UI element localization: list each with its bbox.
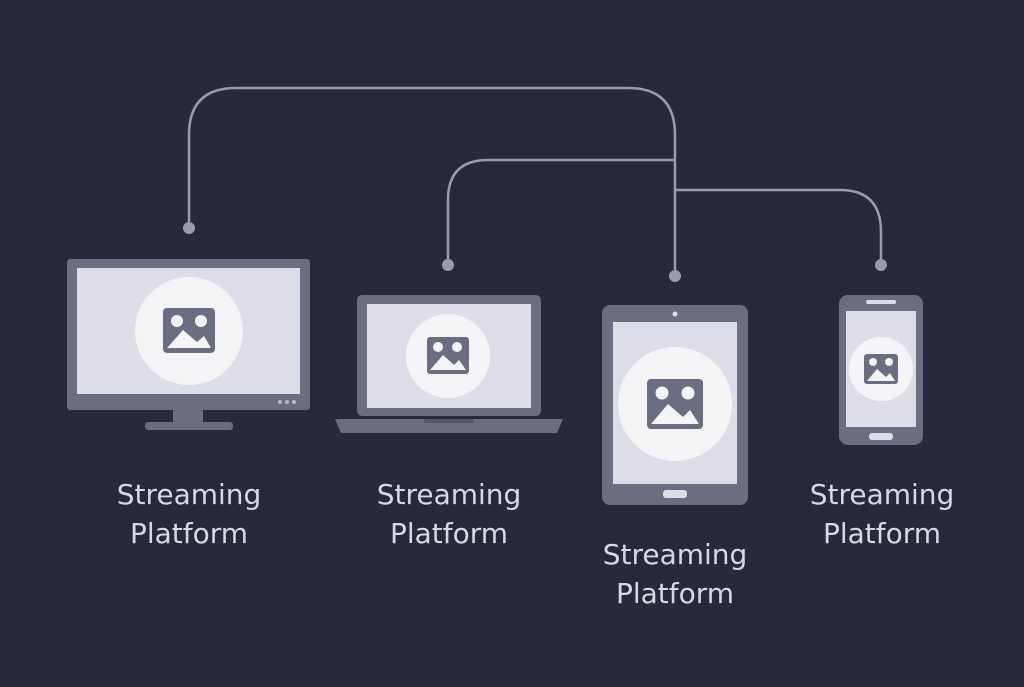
label-line-2: Platform bbox=[129, 517, 249, 550]
image-icon bbox=[163, 308, 215, 353]
image-icon bbox=[647, 379, 703, 429]
connector-dot-monitor bbox=[183, 222, 195, 234]
device-label-phone: Streaming Platform bbox=[772, 475, 992, 553]
device-label-monitor: Streaming Platform bbox=[79, 475, 299, 553]
connector-dot-laptop bbox=[442, 259, 454, 271]
tablet-device bbox=[602, 305, 748, 505]
monitor-device bbox=[67, 259, 310, 430]
device-label-laptop: Streaming Platform bbox=[339, 475, 559, 553]
label-line-1: Streaming bbox=[602, 538, 748, 571]
connector-dot-phone bbox=[875, 259, 887, 271]
label-line-2: Platform bbox=[615, 577, 735, 610]
label-line-2: Platform bbox=[389, 517, 509, 550]
image-icon bbox=[864, 354, 898, 384]
connector-dot-tablet bbox=[669, 270, 681, 282]
label-line-2: Platform bbox=[822, 517, 942, 550]
connector-phone bbox=[675, 188, 883, 265]
connector-lines bbox=[187, 86, 883, 275]
label-line-1: Streaming bbox=[376, 478, 522, 511]
connector-dots bbox=[183, 222, 887, 282]
image-icon bbox=[427, 337, 469, 374]
label-line-1: Streaming bbox=[116, 478, 262, 511]
connector-monitor bbox=[187, 86, 677, 275]
device-label-tablet: Streaming Platform bbox=[565, 535, 785, 613]
connector-laptop bbox=[446, 158, 675, 265]
laptop-device bbox=[335, 295, 563, 433]
label-line-1: Streaming bbox=[809, 478, 955, 511]
phone-device bbox=[839, 295, 923, 445]
